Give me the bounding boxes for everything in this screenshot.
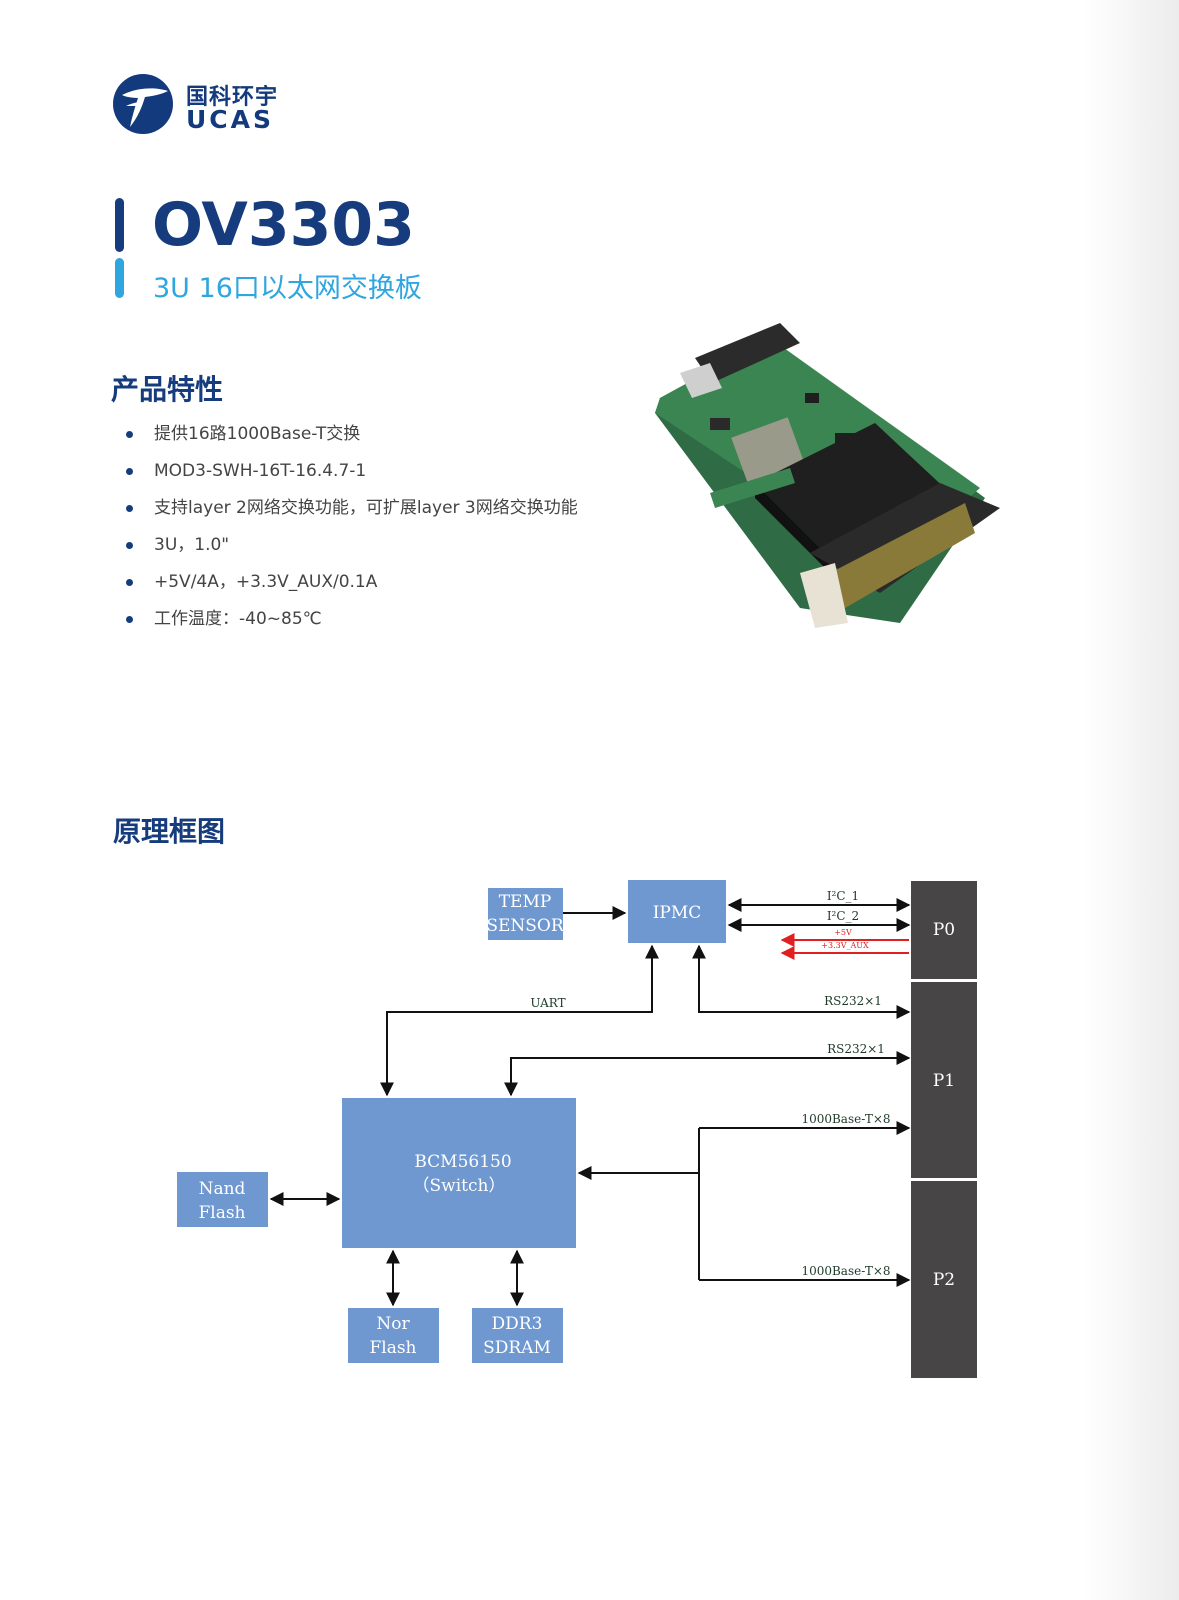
rs232-ipmc-label: RS232×1: [824, 994, 882, 1008]
eth2-label: 1000Base-T×8: [801, 1264, 890, 1278]
features-list: 提供16路1000Base-T交换 MOD3-SWH-16T-16.4.7-1 …: [126, 423, 578, 645]
page-edge-shade: [1084, 0, 1179, 1600]
product-model: OV3303: [152, 190, 415, 260]
ddr-label-line1: DDR3: [492, 1314, 543, 1334]
temp-label-line2: SENSOR: [486, 916, 565, 936]
list-item: 提供16路1000Base-T交换: [126, 423, 578, 460]
product-subtitle: 3U 16口以太网交换板: [153, 273, 422, 304]
nand-label-line2: Flash: [198, 1203, 245, 1223]
subtitle-accent-bar: [115, 258, 124, 298]
eth1-label: 1000Base-T×8: [801, 1112, 890, 1126]
bcm-label-line1: BCM56150: [414, 1152, 511, 1172]
rs232-switch-label: RS232×1: [827, 1042, 885, 1056]
logo-name-cn: 国科环宇: [186, 85, 279, 110]
connector-p1: [911, 982, 977, 1178]
temp-label-line1: TEMP: [499, 892, 552, 912]
title-accent-bar: [115, 198, 124, 252]
i2c2-label: I²C_2: [827, 909, 859, 923]
power-3v3-label: +3.3V_AUX: [821, 941, 869, 950]
ddr3-sdram-block: [472, 1308, 563, 1363]
rs232-switch-line: [504, 1051, 911, 1097]
nor-flash-block: [348, 1308, 439, 1363]
uart-line: [380, 944, 659, 1097]
i2c1-label: I²C_1: [827, 889, 859, 903]
connector-p0: [911, 881, 977, 979]
product-board-image: [655, 323, 1000, 628]
rs232-ipmc-line: [692, 944, 911, 1019]
logo-name-en: UCAS: [186, 105, 275, 134]
connector-p2: [911, 1181, 977, 1378]
ipmc-label: IPMC: [653, 903, 702, 923]
ipmc-block: [628, 880, 726, 943]
bcm56150-switch-block: [342, 1098, 576, 1248]
uart-label: UART: [530, 996, 565, 1010]
list-item: MOD3-SWH-16T-16.4.7-1: [126, 460, 578, 497]
ddr-label-line2: SDRAM: [483, 1338, 551, 1358]
list-item: +5V/4A，+3.3V_AUX/0.1A: [126, 571, 578, 608]
list-item: 工作温度：-40~85℃: [126, 608, 578, 645]
list-item: 支持layer 2网络交换功能，可扩展layer 3网络交换功能: [126, 497, 578, 534]
nor-label-line1: Nor: [376, 1314, 410, 1334]
nand-label-line1: Nand: [199, 1179, 246, 1199]
p2-label: P2: [933, 1270, 955, 1290]
ucas-logo: 国科环宇 UCAS: [112, 73, 282, 139]
list-item: 3U，1.0": [126, 534, 578, 571]
bcm-label-line2: （Switch）: [413, 1176, 506, 1196]
p0-label: P0: [933, 920, 955, 940]
nor-label-line2: Flash: [369, 1338, 416, 1358]
nand-flash-block: [177, 1172, 268, 1227]
temp-sensor-block: [488, 888, 563, 940]
diagram-heading: 原理框图: [113, 815, 226, 848]
ucas-logo-icon: [113, 74, 173, 134]
p1-label: P1: [933, 1071, 955, 1091]
power-5v-label: +5V: [834, 928, 852, 937]
features-heading: 产品特性: [111, 373, 224, 406]
